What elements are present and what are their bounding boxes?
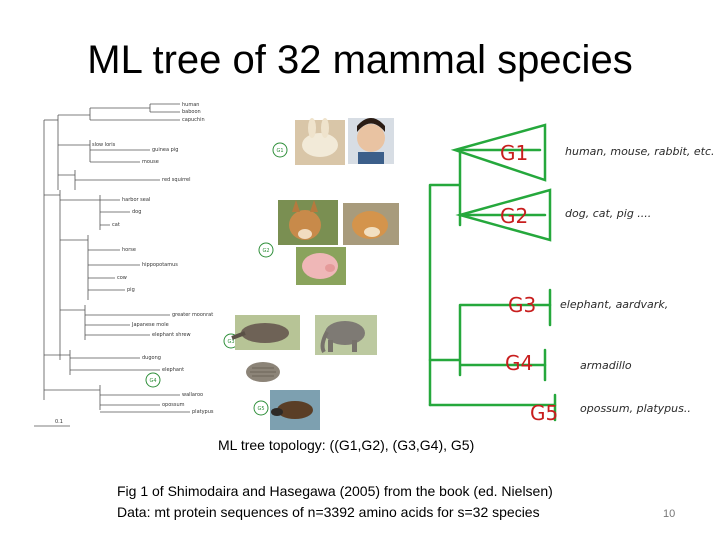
sketch-label-g1: G1 — [500, 141, 528, 165]
leaf-label: opossum — [162, 402, 185, 408]
leaf-label: baboon — [182, 109, 201, 115]
reference-line-2: Data: mt protein sequences of n=3392 ami… — [117, 504, 540, 520]
sketch-label-g3: G3 — [508, 293, 536, 317]
topology-caption: ML tree topology: ((G1,G2), (G3,G4), G5) — [218, 437, 475, 453]
leaf-label: human — [182, 102, 199, 108]
slide-title: ML tree of 32 mammal species — [87, 38, 633, 82]
leaf-label: horse — [122, 247, 136, 253]
sketch-label-g5: G5 — [530, 401, 558, 425]
leaf-label: Japanese mole — [131, 322, 169, 328]
leaf-label: red squirrel — [162, 177, 191, 183]
svg-text:0.1: 0.1 — [55, 419, 63, 425]
photo-elephant — [315, 315, 377, 355]
tree-branches — [43, 103, 190, 413]
photo-rabbit — [295, 118, 345, 165]
slide-number: 10 — [663, 508, 676, 520]
sketch-group-labels: G1 G2 G3 G4 G5 — [500, 141, 558, 425]
sketch-note-g5: opossum, platypus.. — [580, 402, 691, 415]
sketch-label-g2: G2 — [500, 204, 528, 228]
photo-human — [348, 118, 394, 164]
sketch-notes: human, mouse, rabbit, etc. dog, cat, pig… — [560, 145, 715, 415]
leaf-label: cow — [117, 275, 127, 281]
sketch-note-g2: dog, cat, pig .... — [565, 207, 651, 220]
leaf-label: pig — [127, 287, 135, 293]
leaf-label: hippopotamus — [142, 262, 178, 268]
sketch-tree — [428, 123, 557, 422]
leaf-label: capuchin — [182, 117, 205, 123]
leaf-label: platypus — [192, 409, 214, 415]
leaf-label: guinea pig — [152, 147, 178, 153]
leaf-label: greater moonrat — [172, 312, 213, 318]
photo-dog — [278, 200, 338, 245]
leaf-label: wallaroo — [182, 392, 203, 398]
leaf-label: cat — [112, 222, 120, 228]
sketch-label-g4: G4 — [505, 351, 533, 375]
leaf-label: elephant — [162, 367, 184, 373]
clade-triangle-g1 — [450, 123, 547, 182]
reference-line-1: Fig 1 of Shimodaira and Hasegawa (2005) … — [117, 483, 553, 499]
topology-sketch: G1 G2 G3 G4 G5 human, mouse, rabbit, etc… — [428, 123, 715, 425]
reference-text: Fig 1 of Shimodaira and Hasegawa (2005) … — [117, 481, 553, 523]
leaf-label: elephant shrew — [152, 332, 191, 338]
sketch-note-g4: armadillo — [580, 359, 632, 372]
leaf-label: harbor seal — [122, 197, 150, 203]
tree-species-labels: human baboon capuchin slow loris guinea … — [92, 102, 214, 415]
leaf-label: dog — [132, 209, 141, 215]
sketch-note-g1: human, mouse, rabbit, etc. — [565, 145, 715, 158]
scale-bar: 0.1 — [34, 419, 70, 427]
leaf-label: mouse — [142, 159, 159, 165]
sketch-note-g3: elephant, aardvark, — [560, 298, 668, 311]
leaf-label: dugong — [142, 355, 161, 361]
photo-pig — [296, 247, 346, 285]
clade-triangle-g2 — [455, 188, 552, 242]
ml-tree-figure: human baboon capuchin slow loris guinea … — [34, 102, 214, 427]
leaf-label: slow loris — [92, 142, 116, 148]
photo-cat — [343, 203, 399, 245]
